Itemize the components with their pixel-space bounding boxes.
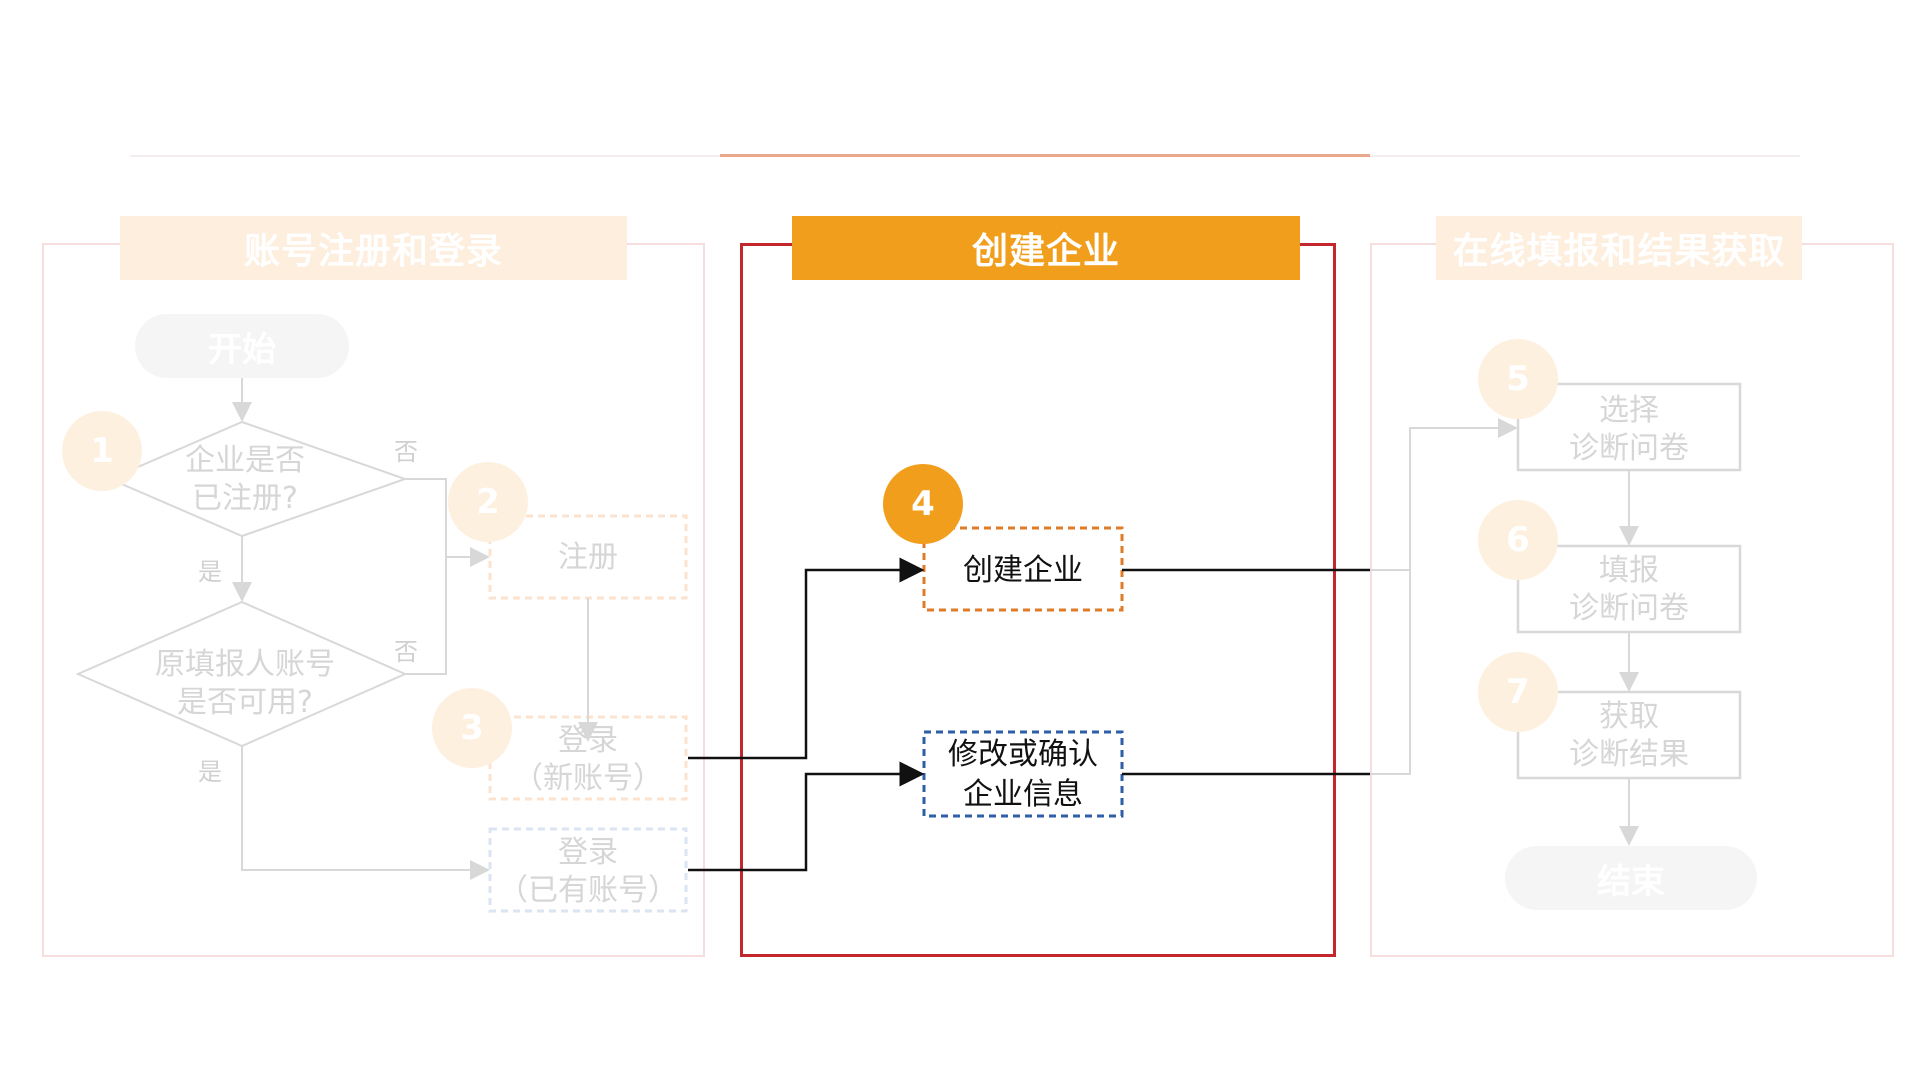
fill-questionnaire-box: [1516, 544, 1742, 634]
decision-account-line2: 是否可用?: [177, 685, 313, 720]
modify-company-line1: 修改或确认: [948, 737, 1098, 772]
connector-login-existing-to-modify: [688, 761, 925, 872]
step-badge-5: 5: [1478, 339, 1558, 419]
get-result-line2: 诊断结果: [1569, 737, 1689, 772]
start-terminal: 开始: [135, 314, 349, 378]
select-questionnaire-line2: 诊断问卷: [1569, 431, 1689, 466]
step-badge-4: 4: [883, 464, 963, 544]
select-questionnaire-box: [1516, 382, 1742, 472]
step-badge-7: 7: [1478, 652, 1558, 732]
login-existing-box: [488, 827, 688, 913]
get-result-line1: 获取: [1599, 699, 1659, 734]
step-badge-3: 3: [432, 688, 512, 768]
login-existing-line1: 登录: [558, 835, 618, 870]
header-rule-accent: [720, 154, 1370, 157]
decision-registered-line2: 已注册?: [192, 481, 298, 516]
panel-title-create: 创建企业: [792, 216, 1300, 280]
select-questionnaire-line1: 选择: [1599, 393, 1659, 428]
fill-questionnaire-line1: 填报: [1599, 553, 1659, 588]
end-terminal: 结束: [1505, 846, 1757, 910]
fill-questionnaire-line2: 诊断问卷: [1569, 591, 1689, 626]
label-yes-1: 是: [198, 558, 222, 586]
decision-registered-line1: 企业是否: [185, 443, 305, 478]
step-badge-1: 1: [62, 411, 142, 491]
connector-decision2-to-register: [405, 557, 447, 675]
connector-modify-to-select: [1370, 570, 1411, 775]
panel-title-account: 账号注册和登录: [120, 216, 627, 280]
login-new-line2: （新账号）: [513, 761, 663, 796]
label-yes-2: 是: [198, 758, 222, 786]
create-company-box: [922, 526, 1124, 612]
connector-decision1-to-register: [405, 478, 490, 567]
decision-account-line1: 原填报人账号: [155, 647, 335, 682]
step-badge-2: 2: [448, 462, 528, 542]
login-new-line1: 登录: [558, 723, 618, 758]
step-badge-6: 6: [1478, 500, 1558, 580]
modify-company-line2: 企业信息: [963, 777, 1083, 812]
create-company-step: 创建企业: [963, 553, 1083, 588]
connector-create-to-select: [1370, 418, 1518, 571]
panel-title-online: 在线填报和结果获取: [1436, 216, 1802, 280]
register-step: 注册: [558, 540, 618, 575]
connector-login-new-to-create: [688, 557, 925, 760]
label-no-1: 否: [394, 438, 418, 466]
login-existing-line2: （已有账号）: [498, 873, 678, 908]
label-no-2: 否: [394, 638, 418, 666]
connector-decision2-to-existing: [241, 746, 490, 880]
